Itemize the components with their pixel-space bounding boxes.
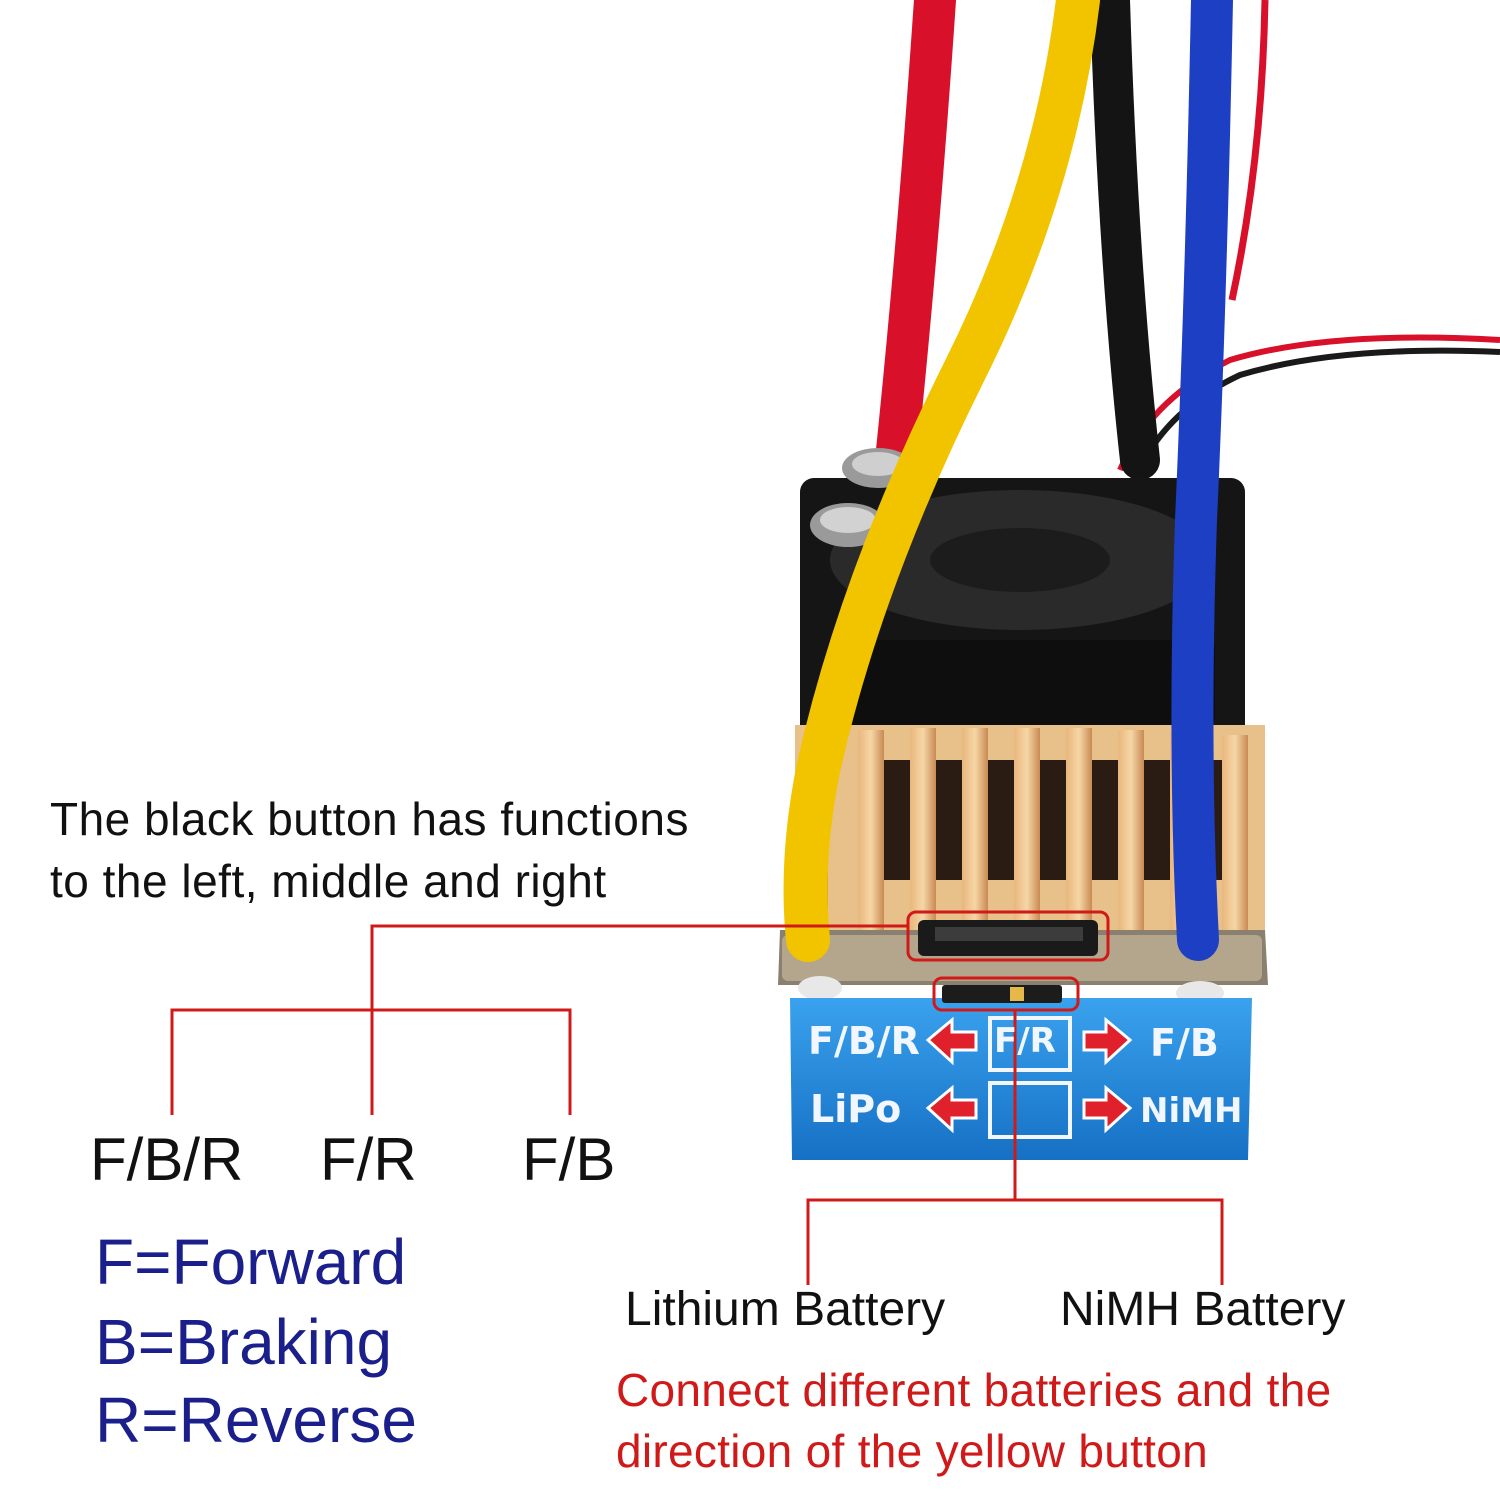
signal-wire-red-top (1228, 0, 1269, 301)
yellow-switch-highlight (932, 976, 1080, 1012)
note-line-1: Connect different batteries and the (616, 1364, 1332, 1416)
arrow-left-icon (925, 1084, 978, 1134)
description-line-2: to the left, middle and right (50, 855, 607, 907)
wire-red (874, 0, 956, 491)
mode-label-fbr: F/B/R (90, 1126, 244, 1193)
wire-yellow (783, 0, 1100, 962)
legend-braking: B=Braking (95, 1306, 393, 1378)
black-slide-switch (918, 920, 1098, 956)
legend-forward: F=Forward (95, 1226, 407, 1298)
panel-label-fr: F/R (994, 1021, 1056, 1061)
note-line-2: direction of the yellow button (616, 1425, 1209, 1477)
arrow-right-icon (1082, 1084, 1133, 1134)
panel-label-fbr: F/B/R (808, 1019, 920, 1063)
yellow-slide-switch (942, 985, 1062, 1003)
mode-label-fb: F/B (522, 1126, 616, 1193)
panel-label-nimh: NiMH (1140, 1091, 1243, 1131)
wire-black (1090, 0, 1160, 480)
arrow-left-icon (925, 1016, 978, 1066)
panel-label-fb: F/B (1150, 1021, 1219, 1065)
legend-reverse: R=Reverse (95, 1384, 417, 1456)
arrow-right-icon (1082, 1016, 1133, 1066)
mode-label-fr: F/R (320, 1126, 417, 1193)
battery-label-lithium: Lithium Battery (625, 1283, 946, 1336)
signal-wire-black (1132, 347, 1500, 480)
description-line-1: The black button has functions (50, 793, 689, 845)
black-switch-highlight (906, 910, 1110, 962)
battery-label-nimh: NiMH Battery (1060, 1283, 1346, 1336)
panel-label-lipo: LiPo (810, 1087, 902, 1131)
callout-lines (170, 910, 1224, 1285)
label-panel (790, 998, 1252, 1160)
wire-blue (1171, 0, 1233, 961)
